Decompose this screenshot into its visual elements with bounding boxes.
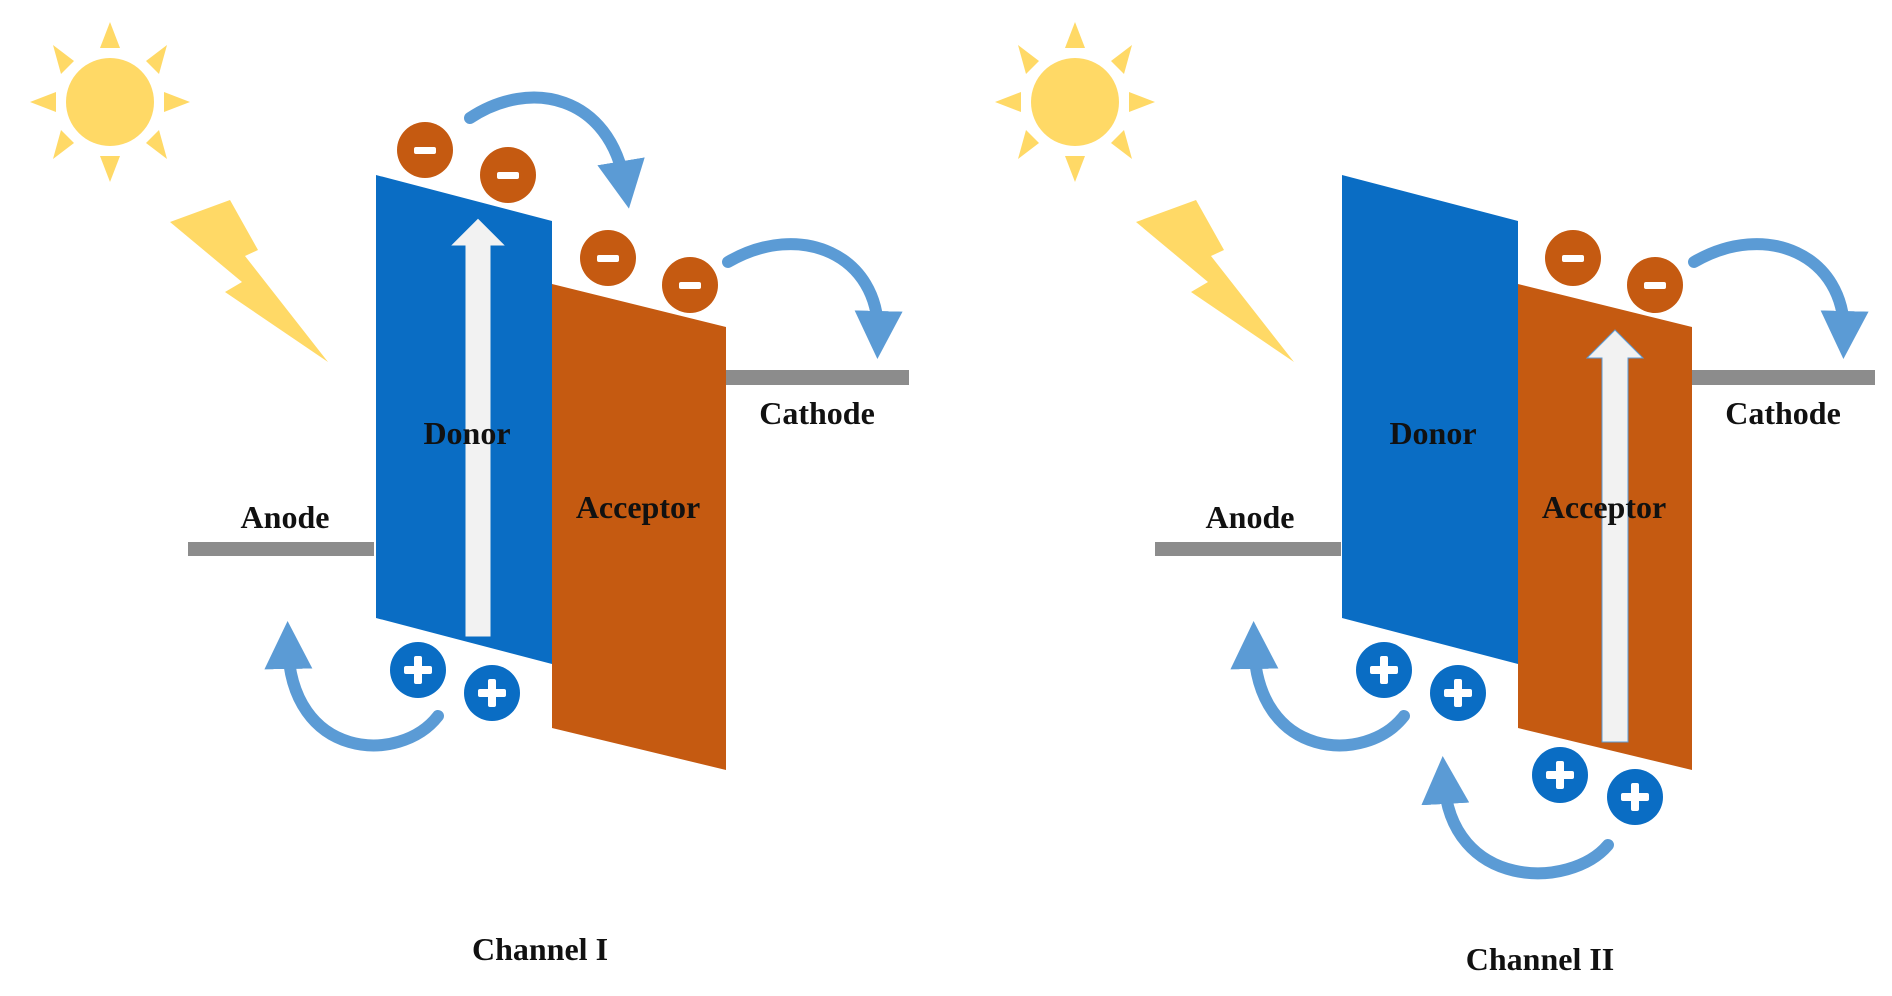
electron-icon — [1545, 230, 1601, 286]
hole-to-anode-arrow — [1230, 621, 1410, 752]
acceptor-block — [552, 284, 726, 770]
donor-label: Donor — [1389, 415, 1476, 451]
electron-icon — [1627, 257, 1683, 313]
excitation-arrow — [1585, 329, 1645, 743]
hole-transfer-arrow — [1421, 756, 1614, 880]
anode-label: Anode — [1206, 499, 1295, 535]
cathode-bar — [1692, 370, 1875, 385]
hole-icon — [390, 642, 446, 698]
hole-icon — [1532, 747, 1588, 803]
electron-transfer-arrow — [464, 91, 645, 209]
excitation-arrow — [448, 217, 508, 638]
anode-bar — [188, 542, 374, 556]
lightning-bolt-icon — [1136, 200, 1294, 362]
electron-to-cathode-arrow — [1688, 238, 1869, 359]
hole-icon — [1607, 769, 1663, 825]
cathode-bar — [726, 370, 909, 385]
caption-channel-2: Channel II — [1466, 941, 1615, 977]
donor-block — [1342, 175, 1518, 664]
acceptor-label: Acceptor — [1542, 489, 1666, 525]
hole-icon — [464, 665, 520, 721]
panel-channel-1: Donor Acceptor Anode Cathode — [30, 22, 909, 967]
anode-bar — [1155, 542, 1341, 556]
electron-icon — [480, 147, 536, 203]
cathode-label: Cathode — [759, 395, 875, 431]
hole-to-anode-arrow — [264, 621, 444, 752]
caption-channel-1: Channel I — [472, 931, 608, 967]
donor-label: Donor — [423, 415, 510, 451]
acceptor-label: Acceptor — [576, 489, 700, 525]
electron-to-cathode-arrow — [722, 238, 903, 359]
hole-icon — [1356, 642, 1412, 698]
anode-label: Anode — [241, 499, 330, 535]
hole-icon — [1430, 665, 1486, 721]
electron-icon — [662, 257, 718, 313]
lightning-bolt-icon — [170, 200, 328, 362]
sun-icon — [30, 22, 190, 182]
panel-channel-2: Donor Acceptor Anode Cathode — [995, 22, 1875, 977]
electron-icon — [580, 230, 636, 286]
cathode-label: Cathode — [1725, 395, 1841, 431]
donor-block — [376, 175, 552, 664]
electron-icon — [397, 122, 453, 178]
sun-icon — [995, 22, 1155, 182]
